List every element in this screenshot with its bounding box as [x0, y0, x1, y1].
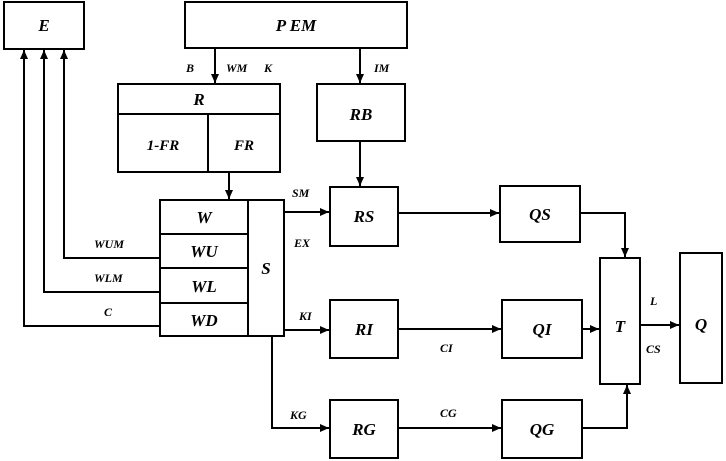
label-pem: P EM — [275, 16, 317, 35]
flow-label-im: IM — [373, 61, 390, 75]
label-rs: RS — [353, 207, 375, 226]
flow-label-cs: CS — [646, 342, 661, 356]
label-r: R — [192, 90, 204, 109]
flow-label-k: K — [263, 61, 273, 75]
flow-label-kg: KG — [289, 408, 307, 422]
label-fr: FR — [233, 138, 254, 154]
label-qs: QS — [529, 205, 551, 224]
arrow-qg-t — [582, 385, 631, 429]
arrow-s-rg — [271, 336, 329, 432]
label-qi: QI — [533, 320, 553, 339]
label-wd: WD — [190, 311, 217, 330]
flow-label-ex: EX — [293, 236, 311, 250]
box-rs — [329, 186, 399, 247]
box-ri — [329, 299, 399, 359]
flow-label-c: C — [104, 305, 113, 319]
box-e — [3, 1, 85, 50]
label-w: W — [196, 208, 213, 227]
label-wl: WL — [191, 277, 217, 296]
label-t: T — [615, 317, 626, 336]
flow-label-sm: SM — [292, 186, 310, 200]
arrow-wlm-e — [40, 50, 160, 293]
box-t — [599, 257, 641, 385]
label-rg: RG — [351, 420, 376, 439]
label-s: S — [261, 259, 270, 278]
flow-label-wm: WM — [226, 61, 248, 75]
box-q — [679, 252, 723, 384]
box-r — [117, 83, 281, 173]
label-ri: RI — [354, 320, 374, 339]
label-qg: QG — [530, 420, 555, 439]
arrow-c-e — [20, 50, 160, 327]
label-one-minus-fr: 1-FR — [147, 138, 180, 154]
flow-label-ci: CI — [440, 341, 454, 355]
label-rb: RB — [349, 105, 373, 124]
box-qs — [499, 185, 581, 243]
box-pem — [184, 1, 408, 49]
box-rg — [329, 399, 399, 459]
box-qg — [501, 399, 583, 459]
label-e: E — [37, 16, 49, 35]
arrow-qs-t — [580, 212, 629, 257]
flow-label-ki: KI — [298, 309, 313, 323]
box-rb — [316, 83, 406, 142]
flow-label-wlm: WLM — [94, 271, 123, 285]
flow-label-b: B — [185, 61, 194, 75]
label-wu: WU — [190, 242, 218, 261]
arrow-wum-e — [60, 50, 160, 259]
box-qi — [501, 299, 583, 359]
flow-label-cg: CG — [440, 406, 457, 420]
flow-label-wum: WUM — [94, 237, 124, 251]
label-q: Q — [695, 315, 707, 334]
flow-label-l: L — [649, 294, 657, 308]
